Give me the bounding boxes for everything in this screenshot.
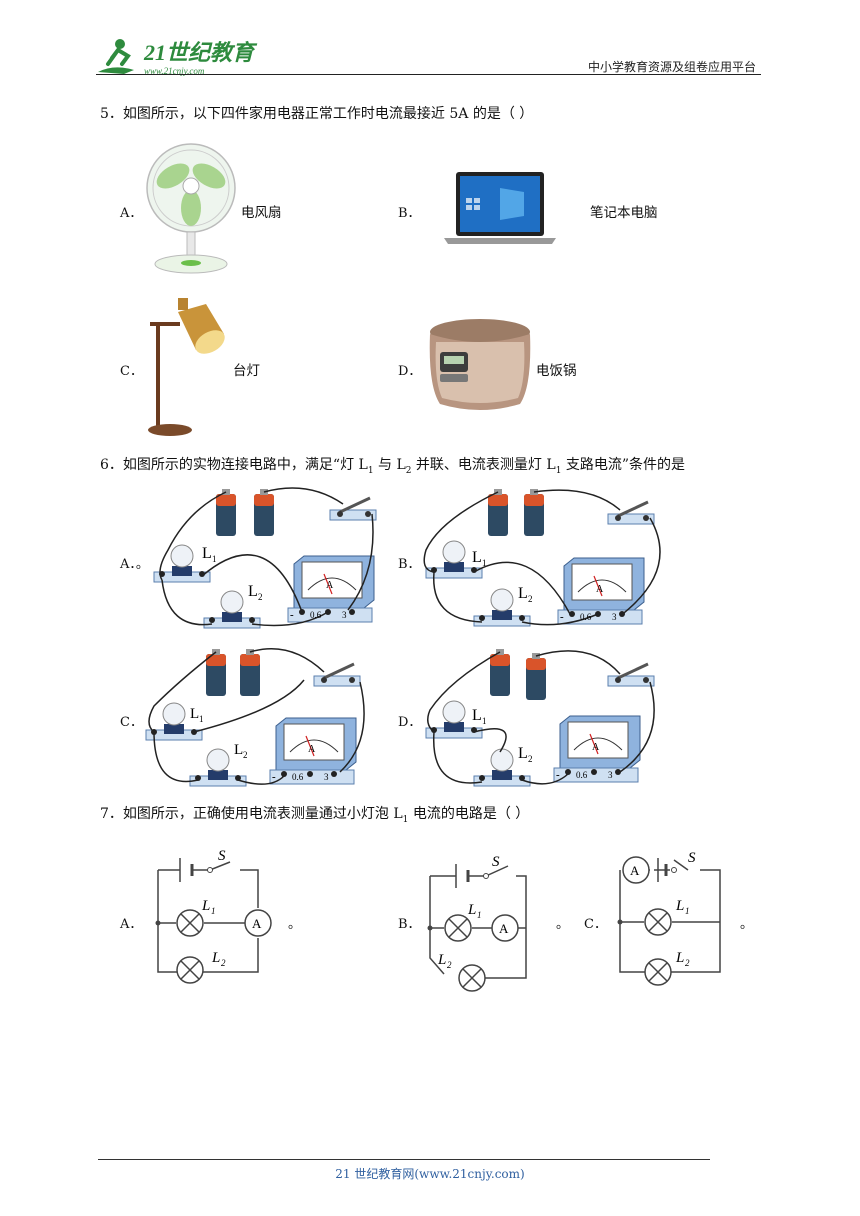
- svg-text:A: A: [326, 580, 334, 591]
- q7-option-b-letter: B．: [398, 917, 421, 932]
- rice-cooker-image: [420, 316, 540, 420]
- svg-text:L: L: [472, 549, 482, 566]
- svg-text:2: 2: [528, 594, 533, 604]
- svg-text:-: -: [272, 771, 276, 783]
- q6-option-d-letter: D．: [398, 715, 422, 730]
- q5-option-a-letter: A．: [120, 206, 143, 221]
- desk-lamp-image: [144, 294, 234, 444]
- q6-option-c-letter: C．: [120, 715, 143, 730]
- q7-option-c-letter: C．: [584, 917, 607, 932]
- svg-text:0.6: 0.6: [580, 612, 592, 622]
- q7-stem: 7．如图所示，正确使用电流表测量通过小灯泡 L1 电流的电路是（ ）: [100, 806, 530, 825]
- q6-stem: 6．如图所示的实物连接电路中，满足“灯 L1 与 L2 并联、电流表测量灯 L1…: [100, 457, 686, 476]
- q5-option-c-label: 台灯: [233, 363, 260, 379]
- q6-option-b-letter: B．: [398, 557, 421, 572]
- svg-text:L: L: [675, 898, 684, 914]
- site-name: 中小学教育资源及组卷应用平台: [587, 60, 756, 74]
- svg-text:2: 2: [447, 960, 452, 970]
- q6-diagram-b: L 1 L 2 A - 0.6 3: [420, 480, 680, 644]
- svg-text:www.21cnjy.com: www.21cnjy.com: [144, 66, 205, 76]
- q7-option-b-mark: 。: [556, 917, 570, 932]
- svg-text:1: 1: [482, 716, 487, 726]
- header-divider: [96, 74, 761, 75]
- svg-text:A: A: [499, 921, 509, 936]
- svg-text:L: L: [472, 707, 482, 724]
- svg-text:2: 2: [221, 958, 226, 968]
- q5-option-d-letter: D．: [398, 364, 422, 379]
- svg-text:S: S: [218, 848, 226, 864]
- svg-text:2: 2: [685, 958, 690, 968]
- q7-option-c-mark: 。: [740, 917, 754, 932]
- footer-divider: [98, 1159, 710, 1160]
- q6-diagram-d: L 1 L 2 A - 0.6 3: [420, 640, 670, 804]
- svg-text:A: A: [592, 742, 600, 753]
- svg-text:1: 1: [212, 554, 217, 564]
- svg-text:L: L: [437, 952, 446, 968]
- q5-stem: 5．如图所示，以下四件家用电器正常工作时电流最接近 5A 的是（ ）: [100, 106, 534, 122]
- svg-text:1: 1: [477, 910, 482, 920]
- q6-diagram-c: L 1 L 2 A - 0.6 3: [140, 640, 380, 804]
- q5-option-a-label: 电风扇: [241, 205, 282, 221]
- q7-circuit-a: S L 1 L 2 A: [150, 846, 280, 990]
- q5-option-d-label: 电饭锅: [536, 363, 577, 379]
- svg-text:-: -: [556, 769, 560, 781]
- svg-text:-: -: [560, 611, 564, 623]
- svg-text:A: A: [630, 863, 640, 878]
- svg-text:1: 1: [685, 906, 690, 916]
- laptop-image: [440, 170, 560, 252]
- svg-text:0.6: 0.6: [310, 610, 322, 620]
- svg-text:L: L: [234, 742, 243, 758]
- q7-circuit-c: S L 1 L 2 A: [614, 846, 734, 995]
- svg-text:L: L: [467, 902, 476, 918]
- svg-text:3: 3: [608, 770, 613, 780]
- svg-text:2: 2: [243, 750, 248, 760]
- svg-text:A: A: [596, 584, 604, 595]
- q7-option-a-letter: A．: [120, 917, 143, 932]
- svg-text:3: 3: [612, 612, 617, 622]
- svg-text:3: 3: [342, 610, 347, 620]
- svg-text:1: 1: [211, 906, 216, 916]
- svg-text:A: A: [252, 916, 262, 931]
- q7-option-a-mark: 。: [288, 917, 302, 932]
- svg-text:L: L: [201, 898, 210, 914]
- svg-text:2: 2: [258, 592, 263, 602]
- svg-text:0.6: 0.6: [576, 770, 588, 780]
- svg-text:1: 1: [482, 558, 487, 568]
- svg-text:S: S: [492, 854, 500, 870]
- svg-text:L: L: [202, 545, 212, 562]
- q6-diagram-a: L 1 L 2 A - 0.6 3: [148, 480, 378, 644]
- site-logo: 21世纪教育 www.21cnjy.com: [94, 34, 264, 78]
- footer-text[interactable]: 21 世纪教育网(www.21cnjy.com): [335, 1167, 525, 1181]
- svg-text:L: L: [675, 950, 684, 966]
- svg-text:L: L: [190, 706, 199, 722]
- svg-text:1: 1: [199, 714, 204, 724]
- svg-text:L: L: [518, 585, 528, 602]
- q5-option-b-label: 笔记本电脑: [590, 205, 658, 221]
- svg-text:S: S: [688, 850, 696, 866]
- svg-text:3: 3: [324, 772, 329, 782]
- svg-text:21世纪教育: 21世纪教育: [143, 40, 258, 65]
- q5-option-b-letter: B．: [398, 206, 421, 221]
- fan-image: [143, 140, 243, 282]
- svg-text:L: L: [248, 583, 258, 600]
- q5-option-c-letter: C．: [120, 364, 143, 379]
- q6-option-a-letter: A．。: [120, 557, 149, 572]
- svg-text:L: L: [518, 745, 528, 762]
- q7-circuit-b: S L 1 L 2 A: [424, 848, 554, 1002]
- svg-text:A: A: [308, 744, 316, 755]
- svg-text:2: 2: [528, 754, 533, 764]
- svg-text:0.6: 0.6: [292, 772, 304, 782]
- svg-text:L: L: [211, 950, 220, 966]
- svg-text:-: -: [290, 609, 294, 621]
